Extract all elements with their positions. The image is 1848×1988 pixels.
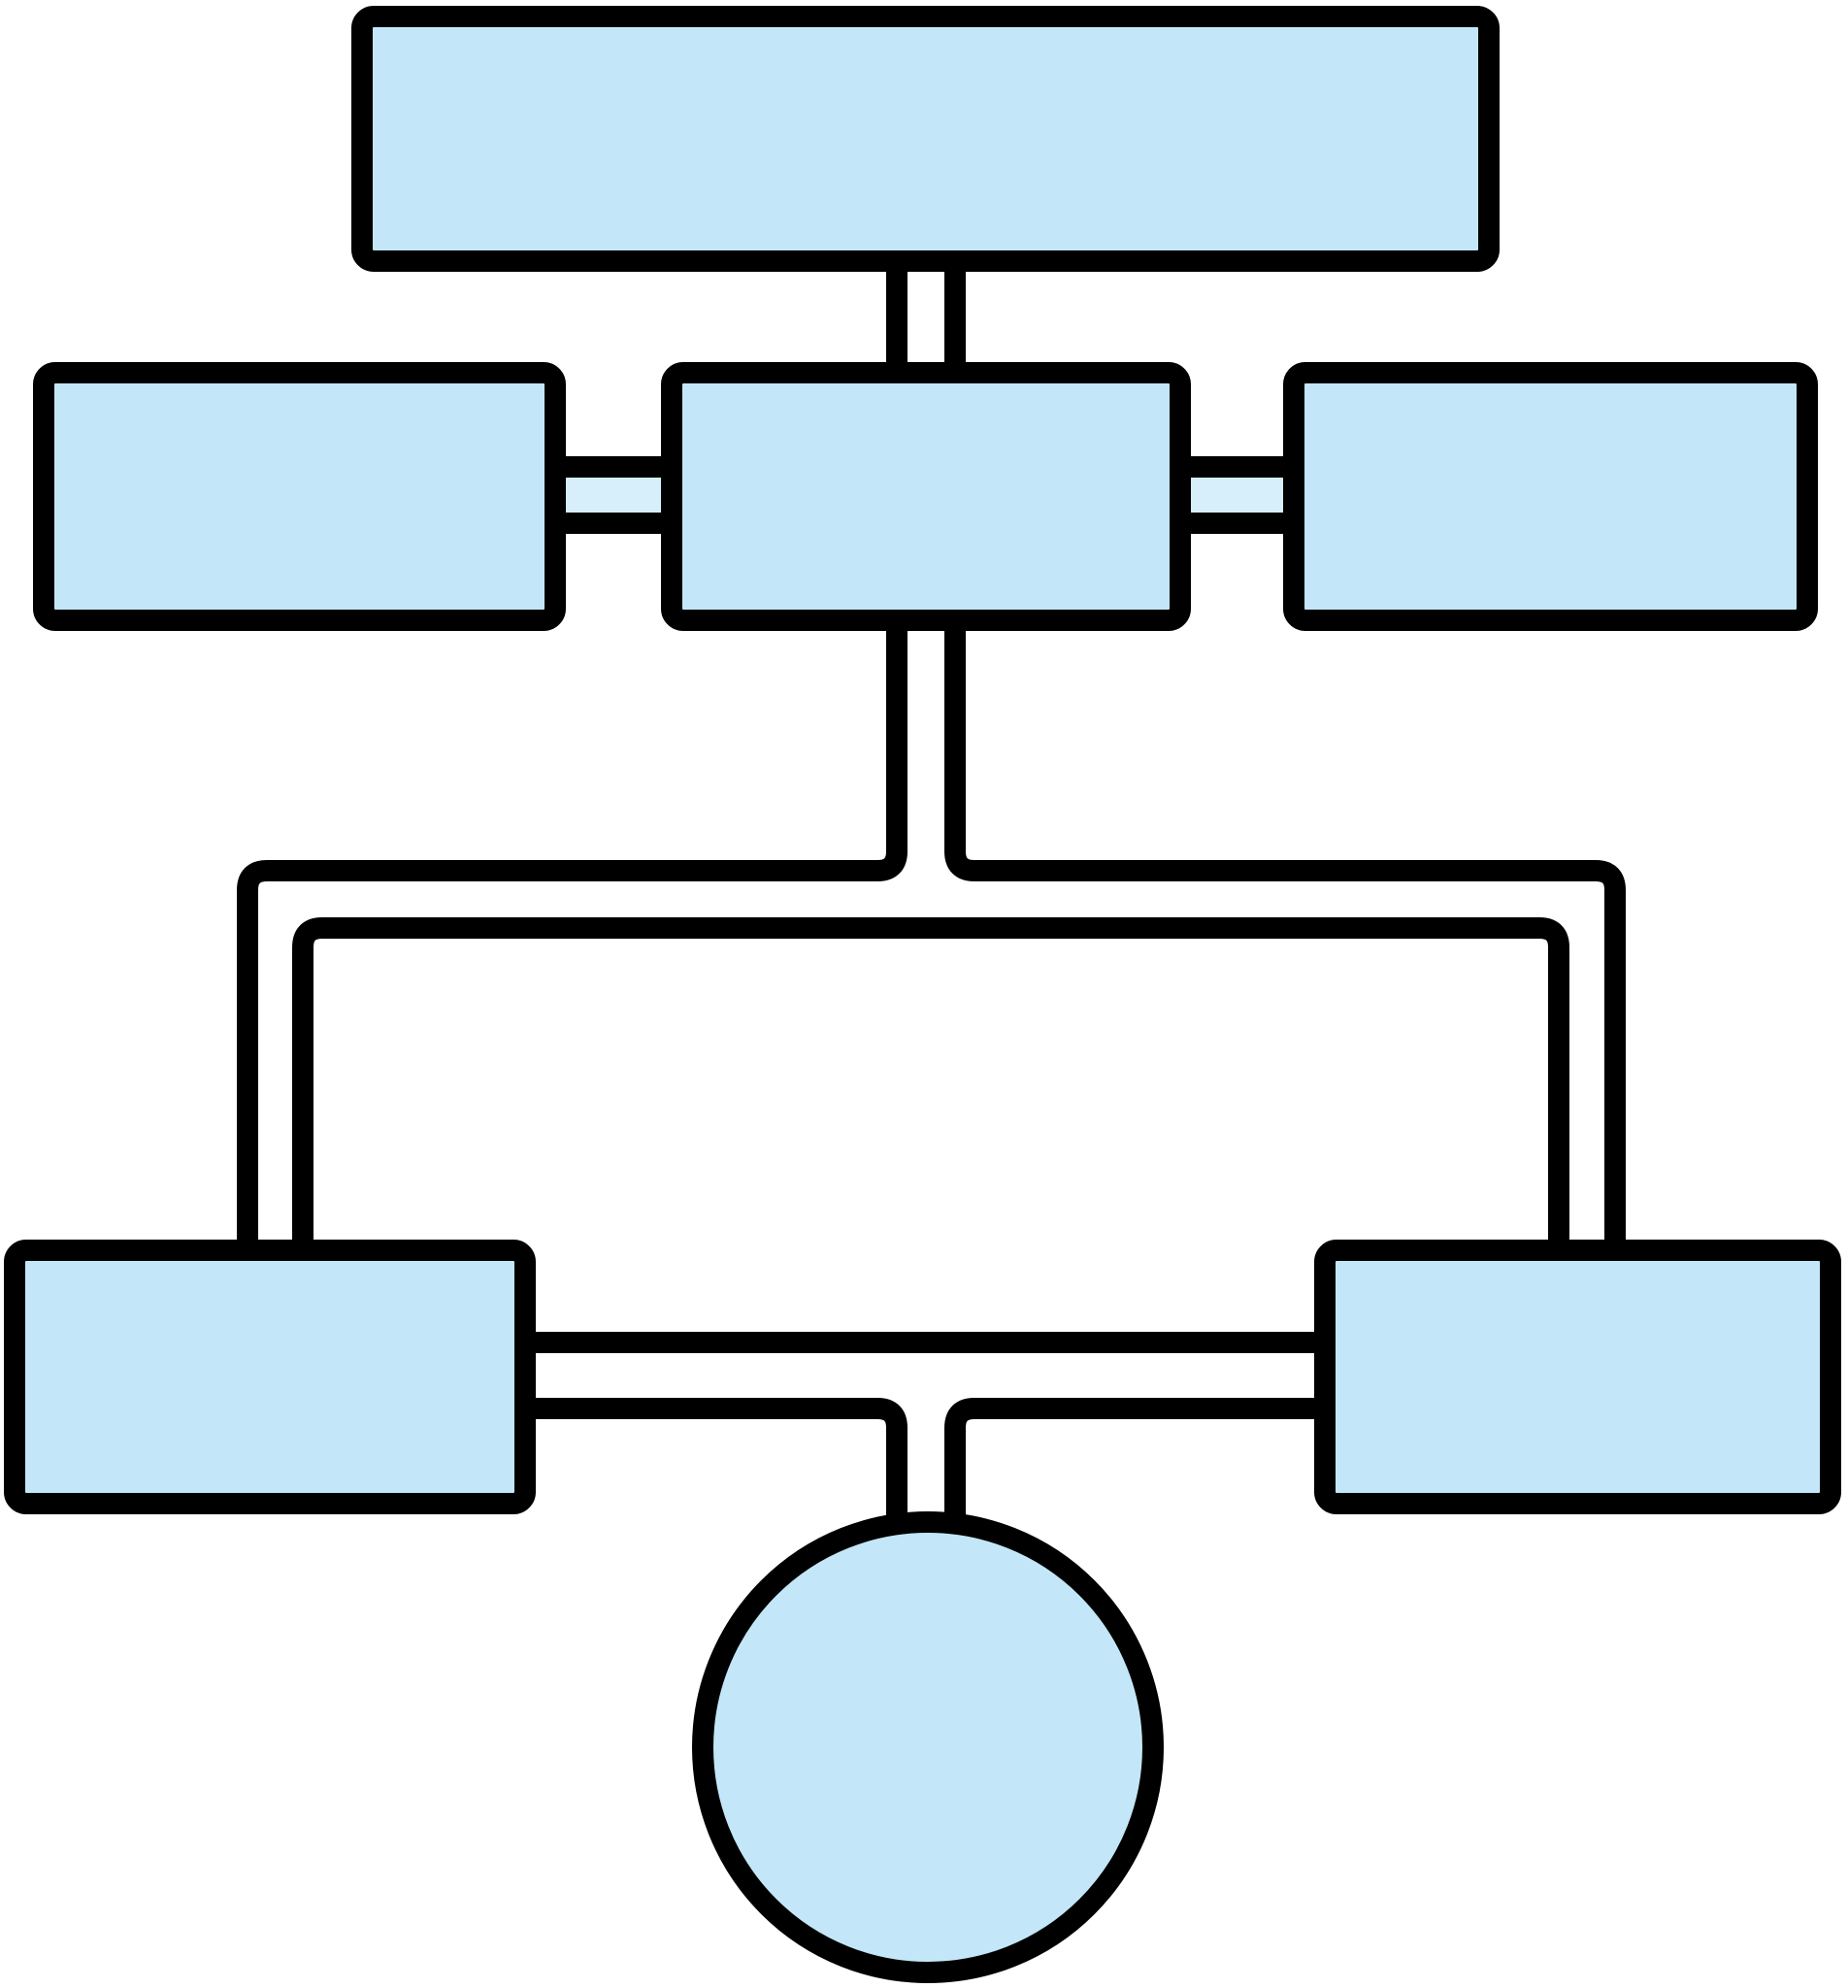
center-to-right-tube-connector [1170,456,1304,534]
tube-outline [544,456,682,534]
split-outer-right-line [944,614,1626,1266]
left-to-center-tube-connector [544,456,682,534]
tube-fill [544,478,682,513]
split-inner-line [292,917,1569,1266]
bottom-channel-lower-left-line [518,1398,908,1531]
split-outer-left-line [237,614,908,1266]
bottom-right-box [1314,1240,1841,1514]
row2-right-box [1283,362,1818,631]
row2-center-box [661,362,1191,631]
tube-outline [1170,456,1304,534]
leaf-circle [692,1511,1164,1983]
top-to-center-channel [886,245,966,389]
top-box [351,6,1500,272]
bottom-left-box [4,1240,536,1514]
bottom-channel-lower-right-line [944,1398,1333,1531]
tube-fill [1170,478,1304,513]
row2-left-box [33,362,566,631]
